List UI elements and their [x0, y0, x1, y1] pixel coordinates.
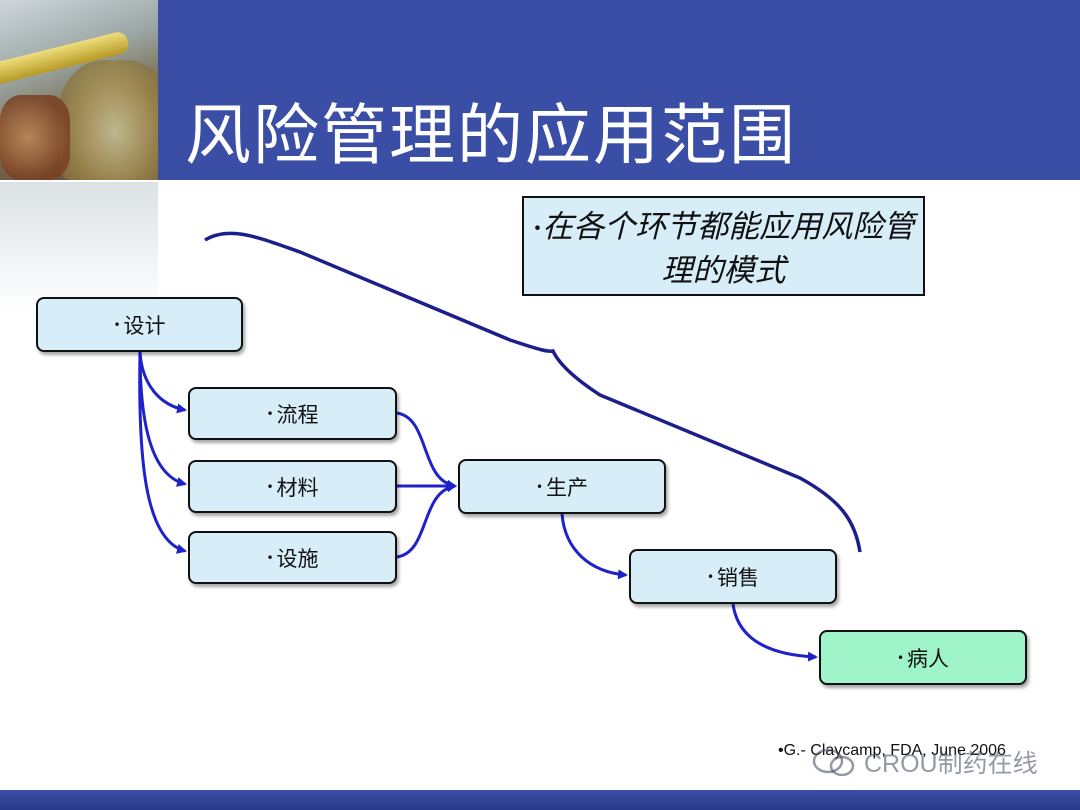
title-divider [0, 180, 1080, 182]
title-bar [158, 0, 1080, 180]
scope-note: •在各个环节都能应用风险管理的模式 [522, 196, 925, 296]
wechat-icon [812, 748, 855, 776]
slide-title: 风险管理的应用范围 [185, 97, 797, 174]
node-design-label: 设计 [123, 313, 166, 338]
node-bullet: • [706, 569, 715, 584]
node-production-label: 生产 [546, 475, 589, 500]
node-production: •生产 [458, 459, 666, 514]
node-process: •流程 [188, 387, 397, 440]
node-design: •设计 [36, 297, 243, 352]
edge-design-material [138, 351, 187, 487]
edge-design-facility [138, 351, 187, 554]
edge-design-process [138, 351, 187, 414]
edge-process-production [396, 411, 457, 490]
node-bullet: • [535, 479, 544, 494]
node-bullet: • [896, 650, 905, 665]
flask [60, 60, 158, 180]
node-material-label: 材料 [276, 475, 319, 500]
edge-production-sales [560, 513, 628, 580]
beaker-liquid [0, 95, 70, 180]
node-sales-label: 销售 [717, 565, 760, 590]
note-text: 在各个环节都能应用风险管理的模式 [542, 209, 915, 289]
node-bullet: • [266, 550, 274, 565]
node-patient: •病人 [819, 630, 1027, 685]
node-sales: •销售 [629, 549, 837, 604]
node-process-label: 流程 [276, 402, 319, 427]
node-material: •材料 [188, 460, 397, 513]
watermark-text: CROU制药在线 [864, 750, 1038, 778]
header-photo [0, 0, 158, 180]
node-facility-label: 设施 [276, 546, 319, 571]
edge-sales-patient [731, 603, 818, 662]
footer-bar [0, 790, 1080, 810]
node-bullet: • [266, 406, 274, 421]
node-bullet: • [266, 479, 274, 494]
scope-brace [204, 231, 862, 553]
photo-fade [0, 180, 158, 310]
node-facility: •设施 [188, 531, 397, 584]
watermark: CROU制药在线 [812, 744, 1052, 780]
citation-bullet: • [778, 742, 784, 759]
node-patient-label: 病人 [907, 646, 950, 671]
note-bullet: • [532, 218, 543, 238]
node-bullet: • [113, 317, 121, 332]
edge-facility-production [396, 482, 457, 559]
